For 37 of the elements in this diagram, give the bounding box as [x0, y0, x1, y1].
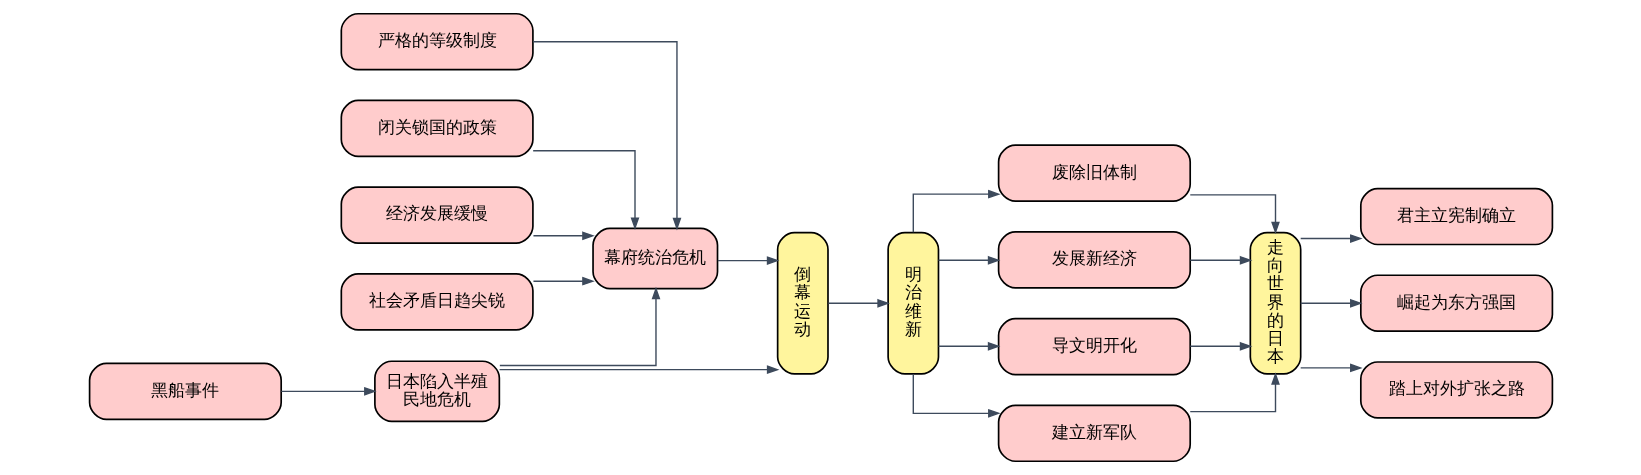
- arrow: [1299, 363, 1363, 373]
- node-box: 建立新军队: [997, 404, 1191, 463]
- node-box: 明治维新: [886, 231, 939, 375]
- arrow: [1299, 234, 1363, 243]
- node-box: 严格的等级制度: [340, 12, 534, 71]
- arrow: [1189, 194, 1280, 235]
- node-box: 废除旧体制: [997, 144, 1191, 202]
- arrow: [1189, 255, 1252, 265]
- node-box: 幕府统治危机: [591, 227, 718, 290]
- node-box: 倒幕运动: [776, 231, 829, 375]
- arrow: [912, 189, 1001, 233]
- arrow: [531, 150, 639, 231]
- node-box: 导文明开化: [997, 317, 1191, 376]
- node-box: 发展新经济: [997, 231, 1191, 289]
- arrow: [498, 286, 660, 367]
- node-box: 黑船事件: [88, 362, 282, 421]
- arrow: [1189, 341, 1252, 351]
- arrow: [937, 255, 1000, 265]
- arrow: [532, 231, 595, 241]
- arrow: [498, 365, 779, 375]
- arrow: [1299, 298, 1363, 308]
- arrow: [532, 276, 595, 286]
- arrow: [1189, 372, 1280, 413]
- node-box: 踏上对外扩张之路: [1359, 361, 1553, 419]
- node-box: 经济发展缓慢: [340, 186, 534, 244]
- node-box: 君主立宪制确立: [1359, 187, 1553, 246]
- node-box: 社会矛盾日趋尖锐: [340, 273, 534, 331]
- arrow: [280, 386, 377, 396]
- arrow: [937, 341, 1000, 351]
- node-box: 崛起为东方强国: [1359, 274, 1553, 333]
- arrow: [532, 41, 681, 231]
- node-box: 走向世界的日本: [1249, 231, 1301, 375]
- node-box: 日本陷入半殖民地危机: [373, 360, 500, 423]
- node-box: 闭关锁国的政策: [340, 99, 534, 158]
- arrow: [716, 256, 779, 265]
- arrow: [827, 298, 890, 308]
- arrow: [912, 373, 1001, 418]
